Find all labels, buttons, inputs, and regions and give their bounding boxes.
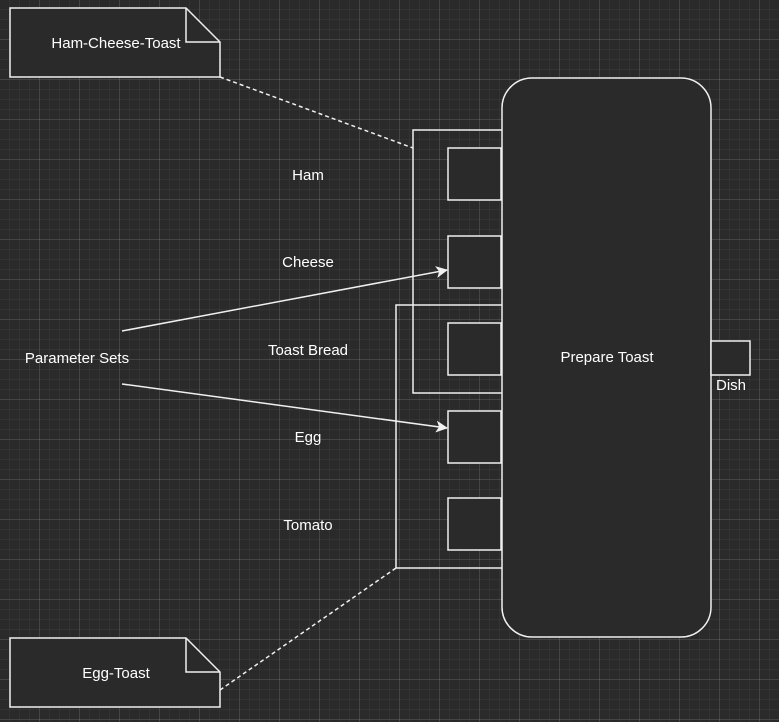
note-anchor-egg: [219, 567, 397, 691]
note-ham-cheese-toast-label: Ham-Cheese-Toast: [51, 35, 181, 52]
note-egg-toast-label: Egg-Toast: [82, 665, 150, 682]
parameter-set-ham-cheese[interactable]: [412, 129, 502, 394]
activity-prepare-toast[interactable]: Prepare Toast: [501, 77, 712, 638]
note-anchor-ham-cheese: [219, 76, 414, 149]
parameter-set-egg[interactable]: [395, 304, 502, 569]
input-label-tomato: Tomato: [283, 517, 332, 534]
input-label-cheese: Cheese: [282, 254, 334, 271]
output-label-dish: Dish: [716, 377, 746, 394]
input-label-toast-bread: Toast Bread: [268, 342, 348, 359]
input-pin-cheese[interactable]: [447, 235, 502, 289]
input-label-egg: Egg: [295, 429, 322, 446]
activity-label: Prepare Toast: [560, 349, 654, 366]
note-ham-cheese-toast[interactable]: Ham-Cheese-Toast: [9, 7, 221, 78]
input-pin-ham[interactable]: [447, 147, 502, 201]
note-egg-toast[interactable]: Egg-Toast: [9, 637, 221, 708]
input-pin-egg[interactable]: [447, 410, 502, 464]
arrow-to-cheese-pin: [121, 266, 448, 332]
input-pin-tomato[interactable]: [447, 497, 502, 551]
arrow-to-egg-pin: [121, 383, 448, 433]
input-pin-toast-bread[interactable]: [447, 322, 502, 376]
output-pin-dish[interactable]: [710, 340, 751, 376]
input-label-ham: Ham: [292, 167, 324, 184]
parameter-sets-label: Parameter Sets: [25, 350, 129, 367]
